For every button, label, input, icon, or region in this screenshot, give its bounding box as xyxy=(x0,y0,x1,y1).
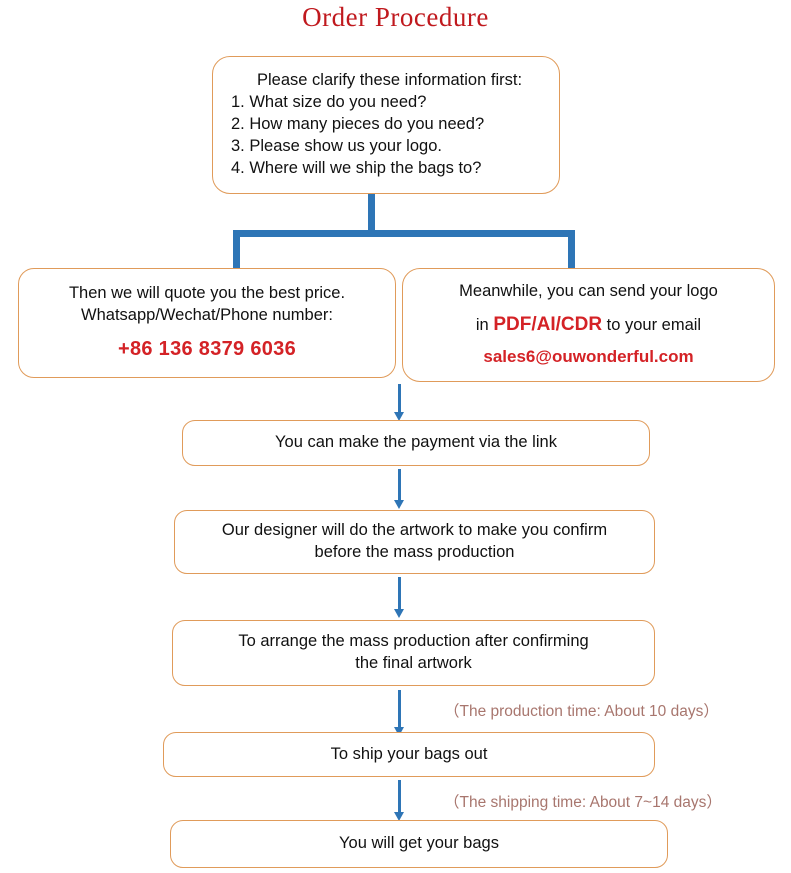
logo-line-1: Meanwhile, you can send your logo xyxy=(459,282,718,301)
note-production-time: （The production time: About 10 days） xyxy=(444,703,719,720)
connector-arrow-to-ship-line xyxy=(398,690,401,729)
clarify-item-4: 4. Where will we ship the bags to? xyxy=(231,158,482,177)
connector-arrow-to-receive-line xyxy=(398,780,401,814)
step-box-receive: You will get your bags xyxy=(170,820,668,868)
connector-arrow-to-payment-line xyxy=(398,384,401,414)
connector-split-right-leg xyxy=(568,230,575,268)
production-line-2: the final artwork xyxy=(355,654,472,672)
payment-text: You can make the payment via the link xyxy=(275,433,557,452)
connector-split-bar xyxy=(233,230,575,237)
page-title: Order Procedure xyxy=(302,2,489,32)
note-shipping-time: （The shipping time: About 7~14 days） xyxy=(444,794,722,811)
logo-line-2-prefix: in xyxy=(475,316,494,335)
clarify-item-3: 3. Please show us your logo. xyxy=(231,136,442,155)
logo-line-2-suffix: to your email xyxy=(602,316,702,335)
artwork-line-1: Our designer will do the artwork to make… xyxy=(221,521,608,540)
connector-arrow-to-payment-head xyxy=(394,412,404,421)
step-box-ship: To ship your bags out xyxy=(163,732,655,777)
clarify-item-1: 1. What size do you need? xyxy=(231,93,427,112)
connector-arrow-to-ship-head xyxy=(394,727,404,736)
step-box-quote: Then we will quote you the best price. W… xyxy=(18,268,396,378)
step-box-clarify: Please clarify these information first: … xyxy=(212,56,560,194)
quote-line-2: Whatsapp/Wechat/Phone number: xyxy=(81,306,333,325)
connector-arrow-to-artwork-head xyxy=(394,500,404,509)
quote-line-1: Then we will quote you the best price. xyxy=(68,284,346,303)
quote-phone-number[interactable]: +86 136 8379 6036 xyxy=(117,338,297,361)
artwork-line-2: before the mass production xyxy=(314,543,515,561)
connector-split-stem xyxy=(368,194,375,237)
step-box-production: To arrange the mass production after con… xyxy=(172,620,655,686)
connector-arrow-to-production-head xyxy=(394,609,404,618)
step-box-artwork: Our designer will do the artwork to make… xyxy=(174,510,655,574)
receive-text: You will get your bags xyxy=(339,834,499,853)
connector-arrow-to-production-line xyxy=(398,577,401,611)
logo-line-2: in PDF/AI/CDR to your email xyxy=(476,312,701,337)
connector-split-left-leg xyxy=(233,230,240,268)
connector-arrow-to-receive-head xyxy=(394,812,404,821)
logo-file-formats: PDF/AI/CDR xyxy=(493,314,603,336)
logo-email-address[interactable]: sales6@ouwonderful.com xyxy=(483,347,694,367)
connector-arrow-to-artwork-line xyxy=(398,469,401,502)
production-line-1: To arrange the mass production after con… xyxy=(238,632,589,651)
step-box-payment: You can make the payment via the link xyxy=(182,420,650,466)
step-box-send-logo: Meanwhile, you can send your logo in PDF… xyxy=(402,268,775,382)
ship-text: To ship your bags out xyxy=(330,744,488,763)
clarify-item-2: 2. How many pieces do you need? xyxy=(231,115,485,134)
clarify-heading: Please clarify these information first: xyxy=(257,71,523,90)
